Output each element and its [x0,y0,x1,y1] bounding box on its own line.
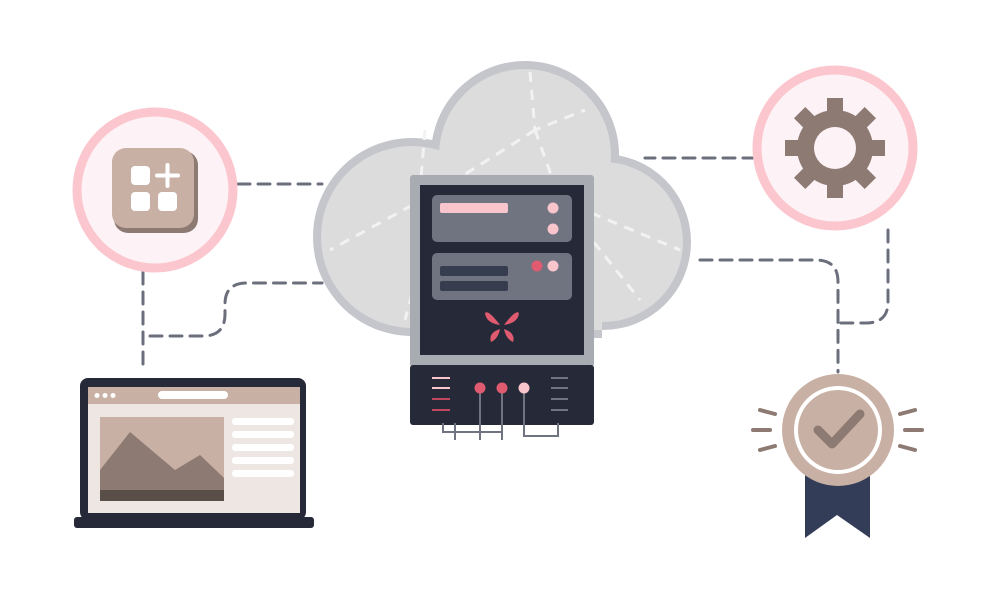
server-panel-bottom [432,253,572,300]
address-bar [158,391,228,399]
port [496,382,508,394]
connector-laptop-cloud [148,281,324,338]
port [474,382,486,394]
connector-cloud-badge [698,258,840,374]
server-panel-top [432,195,572,242]
port [518,382,530,394]
status-light [547,223,559,235]
image-icon [100,417,224,501]
checkmark-icon [813,409,865,449]
gear-icon [752,65,918,231]
connector-gear-badge [836,228,890,325]
server-cables [442,388,559,440]
dashed-connectors [141,156,890,374]
server-icon [410,175,594,440]
certificate-badge-icon [751,374,924,538]
butterfly-logo-icon [485,312,519,342]
app-add-icon [72,107,238,273]
status-light [531,260,543,272]
status-light [547,260,559,272]
laptop-icon [74,378,314,528]
status-light [547,202,559,214]
